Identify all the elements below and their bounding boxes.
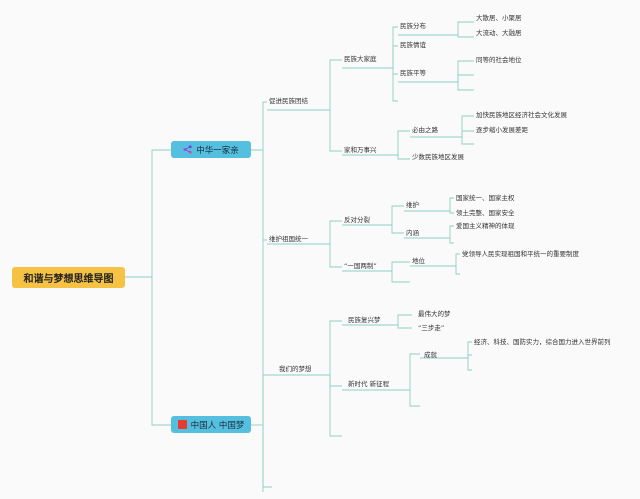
node-achievements[interactable]: 成就 (424, 351, 437, 359)
node-ethnic-friendship[interactable]: 民族情谊 (400, 41, 426, 49)
node-leaf[interactable]: 领土完整、国家安全 (456, 209, 515, 217)
node-connotation[interactable]: 内涵 (406, 229, 419, 237)
root-node[interactable]: 和谐与梦想思维导图 (12, 267, 125, 288)
branch-label: 中国人 中国梦 (190, 420, 245, 431)
node-harmony-family[interactable]: 家和万事兴 (344, 146, 377, 154)
node-ethnic-equality[interactable]: 民族平等 (400, 69, 426, 77)
node-status[interactable]: 地位 (412, 257, 425, 265)
branch-label: 中华一家亲 (196, 145, 239, 156)
node-leaf[interactable]: 大散居、小聚居 (476, 14, 522, 22)
node-oppose-separation[interactable]: 反对分裂 (344, 216, 370, 224)
node-our-dream[interactable]: 我们的梦想 (279, 365, 312, 373)
node-rejuvenation-dream[interactable]: 民族复兴梦 (348, 316, 381, 324)
node-only-path[interactable]: 必由之路 (412, 126, 438, 134)
node-leaf[interactable]: 加快民族地区经济社会文化发展 (476, 111, 567, 119)
node-leaf[interactable]: 逐步缩小发展差距 (476, 126, 528, 134)
node-maintain[interactable]: 维护 (406, 201, 419, 209)
node-one-country-two-systems[interactable]: “一国两制” (344, 262, 377, 270)
node-ethnic-distribution[interactable]: 民族分布 (400, 22, 426, 30)
node-leaf[interactable]: 国家统一、国家主权 (456, 194, 515, 202)
red-flag-icon (177, 420, 187, 429)
node-leaf[interactable]: 同等的社会地位 (476, 56, 522, 64)
node-leaf[interactable]: “三步走” (418, 324, 445, 332)
branch-node-china-family[interactable]: 中华一家亲 (171, 141, 251, 158)
network-icon (183, 145, 192, 154)
node-maintain-unification[interactable]: 维护祖国统一 (269, 235, 308, 243)
node-minority-development[interactable]: 少数民族地区发展 (412, 153, 464, 161)
node-leaf[interactable]: 经济、科技、国防实力，综合国力进入世界前列 (474, 338, 611, 346)
branch-node-china-dream[interactable]: 中国人 中国梦 (171, 416, 251, 433)
node-new-era[interactable]: 新时代 新征程 (348, 380, 390, 388)
node-leaf[interactable]: 最伟大的梦 (418, 310, 451, 318)
node-leaf[interactable]: 党领导人民实现祖国和平统一的重要制度 (462, 250, 579, 258)
node-promote-unity[interactable]: 促进民族团结 (269, 97, 308, 105)
node-leaf[interactable]: 爱国主义精神的体现 (456, 222, 515, 230)
node-ethnic-family[interactable]: 民族大家庭 (344, 55, 377, 63)
node-leaf[interactable]: 大流动、大融居 (476, 29, 522, 37)
